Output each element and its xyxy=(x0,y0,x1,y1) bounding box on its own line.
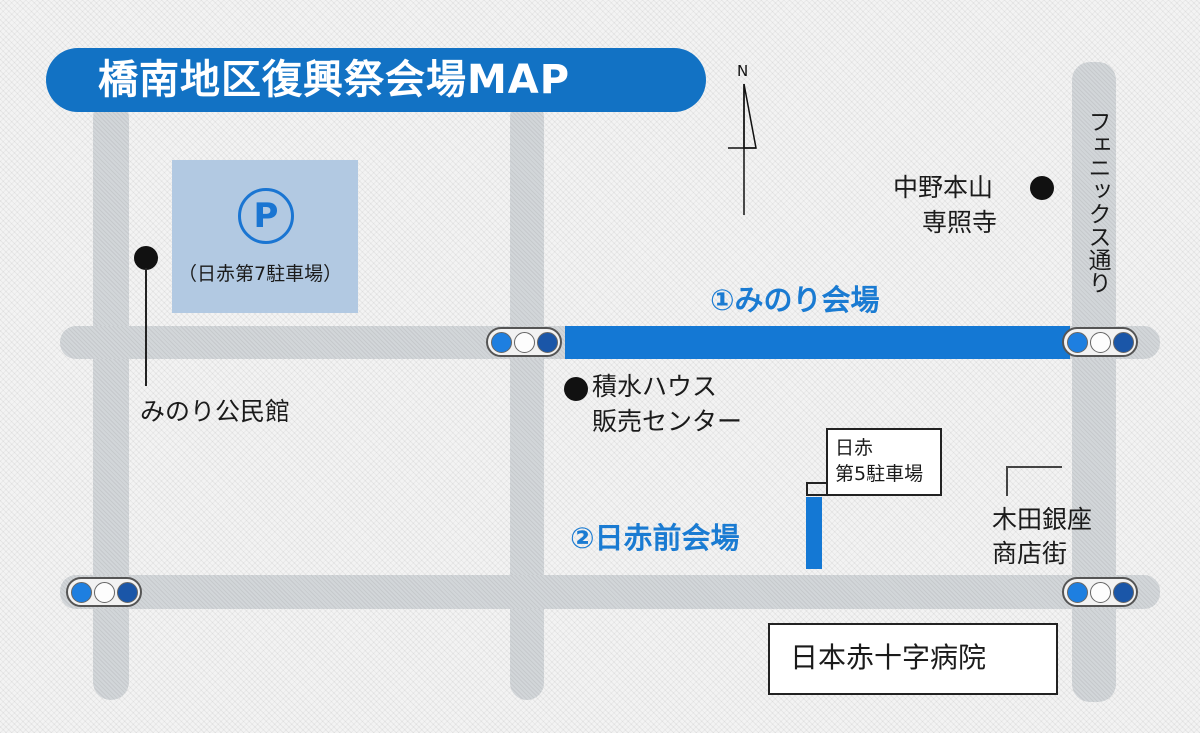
signal-light-blue xyxy=(1066,331,1088,353)
parking-lot-5-line2: 第5駐車場 xyxy=(835,463,924,485)
nakano-honzan-label: 中野本山 xyxy=(893,173,994,202)
sekisui-house-label: 積水ハウス xyxy=(592,372,718,401)
minori-hall-label: みのり公民館 xyxy=(140,397,291,426)
north-arrow-icon: N xyxy=(728,62,757,215)
venue-2-label: ②日赤前会場 xyxy=(570,521,740,555)
callout-step-side xyxy=(806,482,808,496)
hospital-label: 日本赤十字病院 xyxy=(790,641,987,674)
senshoji-label: 専照寺 xyxy=(922,208,998,237)
signal-light-dark xyxy=(1112,331,1134,353)
callout-step xyxy=(806,482,828,484)
parking-lot-5-line1: 日赤 xyxy=(835,437,874,459)
signal-light-blue xyxy=(490,331,512,353)
parking-lot-5-callout xyxy=(826,428,942,496)
leader-line xyxy=(1006,466,1008,496)
parking-icon: P xyxy=(238,188,294,244)
road-center xyxy=(510,100,544,700)
north-label: N xyxy=(737,62,748,80)
signal-light-dark xyxy=(116,581,138,603)
sekisui-house-marker xyxy=(564,377,588,401)
phoenix-street-label: フェニックス通り xyxy=(1084,110,1110,294)
venue-1-area xyxy=(565,326,1070,359)
signal-light-white xyxy=(513,331,535,353)
traffic-signal-icon xyxy=(486,327,562,357)
sales-center-label: 販売センター xyxy=(592,407,743,436)
signal-light-blue xyxy=(1066,581,1088,603)
parking-lot-7-label: （日赤第7駐車場） xyxy=(178,263,343,285)
callout-bottom xyxy=(806,494,942,496)
venue-1-label: ①みのり会場 xyxy=(710,283,880,317)
traffic-signal-icon xyxy=(1062,327,1138,357)
red-cross-hospital xyxy=(768,623,1058,695)
signal-light-white xyxy=(93,581,115,603)
leader-line xyxy=(1006,466,1062,468)
venue-2-area xyxy=(806,497,822,569)
signal-light-white xyxy=(1089,581,1111,603)
signal-light-blue xyxy=(70,581,92,603)
traffic-signal-icon xyxy=(1062,577,1138,607)
kida-ginza-label: 木田銀座 xyxy=(992,505,1093,534)
signal-light-dark xyxy=(536,331,558,353)
shopping-street-label: 商店街 xyxy=(992,539,1068,568)
minori-hall-marker xyxy=(134,246,158,270)
leader-line xyxy=(145,268,147,386)
road-lower xyxy=(60,575,1160,609)
signal-light-white xyxy=(1089,331,1111,353)
nakano-honzan-marker xyxy=(1030,176,1054,200)
map-title: 橋南地区復興祭会場MAP xyxy=(46,48,706,112)
road-west xyxy=(93,100,129,700)
traffic-signal-icon xyxy=(66,577,142,607)
signal-light-dark xyxy=(1112,581,1134,603)
